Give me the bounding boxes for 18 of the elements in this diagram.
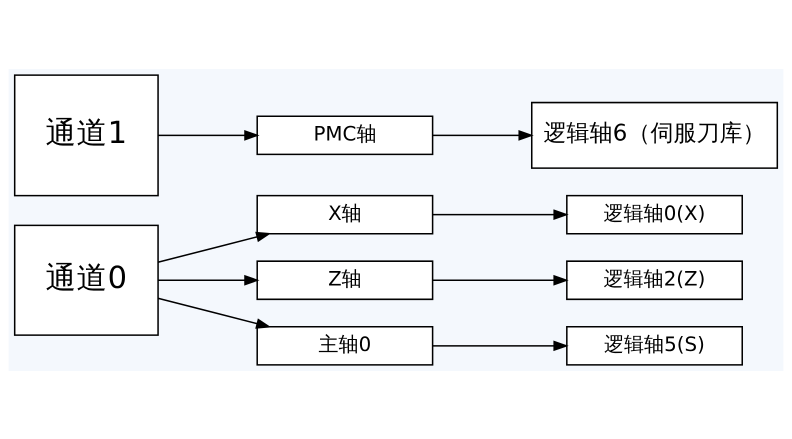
arrow — [432, 340, 569, 351]
node-box: 逻辑轴6（伺服刀库） — [530, 101, 778, 168]
node-box: 逻辑轴5(S) — [566, 326, 743, 366]
arrow — [158, 130, 260, 140]
node-box: 通道1 — [14, 74, 159, 196]
arrow — [432, 274, 569, 286]
arrow — [158, 231, 272, 262]
arrow — [432, 208, 569, 220]
node-box: PMC轴 — [256, 115, 434, 155]
node-box: X轴 — [256, 194, 434, 234]
arrow — [158, 297, 272, 328]
node-box: 主轴0 — [256, 326, 434, 366]
node-box: 通道0 — [14, 224, 159, 336]
arrow — [158, 274, 260, 286]
node-box: Z轴 — [256, 260, 434, 300]
node-box: 逻辑轴2(Z) — [566, 260, 743, 300]
arrow — [432, 130, 534, 140]
node-box: 逻辑轴0(X) — [566, 194, 743, 234]
